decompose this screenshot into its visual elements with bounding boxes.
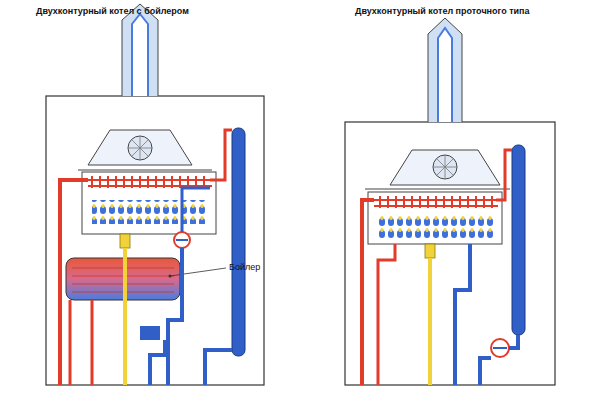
part-label: Бойлер bbox=[229, 262, 260, 272]
diagram-title: Двухконтурный котел с бойлером bbox=[36, 6, 189, 16]
right-boiler bbox=[345, 18, 555, 385]
left-boiler bbox=[46, 4, 264, 385]
diagram-title: Двухконтурный котел проточного типа bbox=[355, 6, 530, 16]
